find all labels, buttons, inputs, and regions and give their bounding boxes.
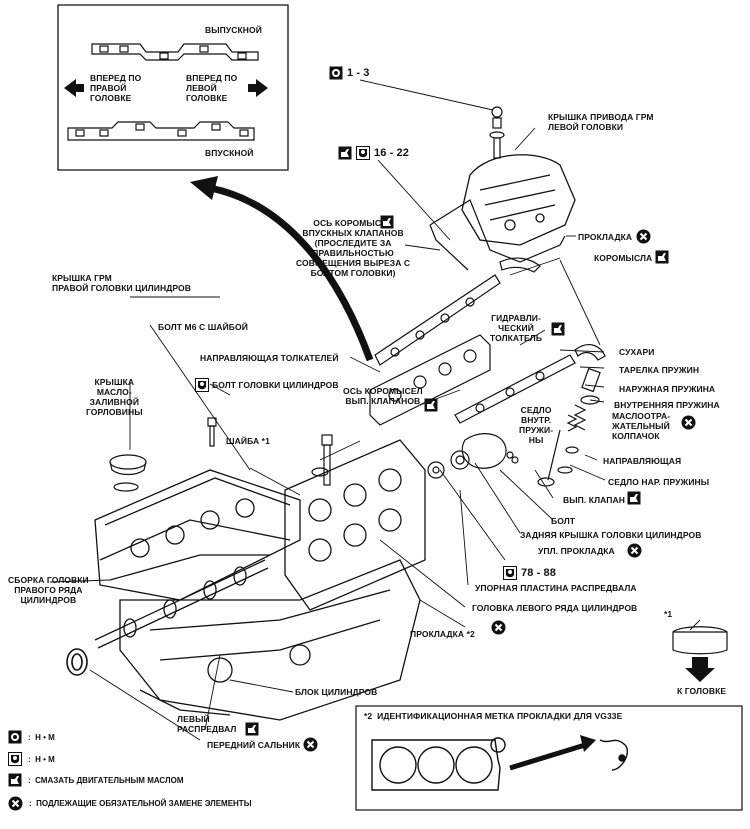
label-block: БЛОК ЦИЛИНДРОВ — [295, 687, 378, 697]
inset-exhaust-label: ВЫПУСКНОЙ — [205, 25, 262, 35]
left-timing-cover — [461, 154, 576, 246]
forward-right-label: ВПЕРЕД ПО ПРАВОЙ ГОЛОВКЕ — [90, 73, 142, 103]
legend-oil: : СМАЗАТЬ ДВИГАТЕЛЬНЫМ МАСЛОМ — [8, 772, 184, 788]
legend-text-replace: : ПОДЛЕЖАЩИЕ ОБЯЗАТЕЛЬНОЙ ЗАМЕНЕ ЭЛЕМЕНТ… — [29, 798, 252, 808]
torque-open-icon — [195, 378, 209, 392]
torque-open-icon — [356, 146, 370, 160]
torque-value-3: 78 - 88 — [521, 567, 556, 579]
label-oil-filler-cap: КРЫШКА МАСЛО- ЗАЛИВНОЙ ГОРЛОВИНЫ — [86, 377, 143, 417]
inset-intake-label: ВПУСКНОЙ — [205, 148, 254, 158]
oil-can-icon — [424, 398, 438, 412]
label-lifter-guide: НАПРАВЛЯЮЩАЯ ТОЛКАТЕЛЕЙ — [200, 353, 339, 363]
exhaust-rocker-shaft — [454, 354, 576, 424]
label-intake-rocker-shaft: ОСЬ КОРОМЫСЕЛ ВПУСКНЫХ КЛАПАНОВ (ПРОСЛЕД… — [296, 218, 411, 278]
washer-detail — [672, 626, 728, 655]
torque-wrench-icon — [8, 730, 22, 744]
torque-wrench-icon — [329, 66, 343, 80]
curved-arrow — [209, 184, 374, 362]
rockers — [499, 257, 606, 361]
label-to-head: К ГОЛОВКЕ — [677, 686, 727, 696]
inset-frame — [57, 4, 289, 171]
label-bolt-m6: БОЛТ М6 С ШАЙБОЙ — [158, 322, 248, 332]
cylinder-block — [119, 559, 421, 721]
replace-icon — [627, 543, 642, 558]
washer-note-mark: *1 — [664, 609, 673, 619]
replace-icon — [491, 620, 506, 635]
label-gasket-top: ПРОКЛАДКА — [578, 232, 633, 242]
torque-open-icon-2 — [503, 566, 517, 580]
oil-can-icon — [8, 773, 22, 787]
replace-icon — [636, 229, 651, 244]
label-thrust-plate: УПОРНАЯ ПЛАСТИНА РАСПРЕДВАЛА — [475, 583, 637, 593]
label-outer-spring: НАРУЖНАЯ ПРУЖИНА — [619, 384, 716, 394]
torque-value-2: 16 - 22 — [374, 147, 409, 159]
legend-text-nm-1: : Н • М — [28, 732, 55, 742]
legend-text-oil: : СМАЗАТЬ ДВИГАТЕЛЬНЫМ МАСЛОМ — [28, 775, 184, 785]
replace-icon — [303, 737, 318, 752]
label-right-head-assembly: СБОРКА ГОЛОВКИ ПРАВОГО РЯДА ЦИЛИНДРОВ — [8, 575, 89, 605]
label-head-bolt: БОЛТ ГОЛОВКИ ЦИЛИНДРОВ — [212, 380, 339, 390]
label-right-timing-cover: КРЫШКА ГРМ ПРАВОЙ ГОЛОВКИ ЦИЛИНДРОВ — [52, 273, 191, 293]
right-head-assembly — [94, 469, 301, 601]
rear-cover-parts — [427, 433, 519, 479]
torque-value-1: 1 - 3 — [347, 67, 370, 79]
label-exhaust-valve: ВЫП. КЛАПАН — [563, 495, 625, 505]
lifter-guide — [369, 334, 491, 426]
label-inner-spring: ВНУТРЕННЯЯ ПРУЖИНА — [614, 400, 720, 410]
label-rear-head-cover: ЗАДНЯЯ КРЫШКА ГОЛОВКИ ЦИЛИНДРОВ — [520, 530, 702, 540]
label-gasket-2: ПРОКЛАДКА *2 — [410, 629, 475, 639]
gasket-id-box — [355, 705, 743, 811]
oil-can-icon — [627, 491, 641, 505]
oil-can-icon — [380, 215, 394, 229]
cover-bolt — [489, 106, 505, 159]
label-valve-guide: НАПРАВЛЯЮЩАЯ — [603, 456, 682, 466]
inset-intake-gasket — [67, 121, 255, 141]
label-oil-seal-cap: МАСЛООТРА- ЖАТЕЛЬНЫЙ КОЛПАЧОК — [612, 411, 671, 441]
label-keepers: СУХАРИ — [619, 347, 655, 357]
label-spring-retainer: ТАРЕЛКА ПРУЖИН — [619, 365, 700, 375]
legend-text-nm-2: : Н • М — [28, 754, 55, 764]
left-cylinder-head — [284, 439, 426, 611]
replace-icon — [681, 415, 696, 430]
arrow-down-icon — [685, 657, 715, 682]
label-rockers: КОРОМЫСЛА — [594, 253, 653, 263]
label-washer: ШАЙБА *1 — [226, 436, 270, 446]
legend-torque-open: : Н • М — [8, 751, 55, 767]
arrow-right-icon — [248, 79, 268, 97]
oil-filler-cap — [109, 454, 147, 492]
label-left-head: ГОЛОВКА ЛЕВОГО РЯДА ЦИЛИНДРОВ — [472, 603, 638, 613]
label-outer-spring-seat: СЕДЛО НАР. ПРУЖИНЫ — [608, 477, 710, 487]
legend-torque-solid: : Н • М — [8, 729, 55, 745]
label-inner-spring-seat: СЕДЛО ВНУТР. ПРУЖИ- НЫ — [519, 405, 554, 445]
oil-can-icon — [338, 146, 352, 160]
leader-lines — [49, 79, 701, 741]
label-left-camshaft: ЛЕВЫЙ РАСПРЕДВАЛ — [177, 714, 237, 734]
label-left-timing-cover: КРЫШКА ПРИВОДА ГРМ ЛЕВОЙ ГОЛОВКИ — [548, 112, 654, 132]
replace-icon — [8, 796, 23, 810]
label-exhaust-rocker-shaft: ОСЬ КОРОМЫСЕЛ ВЫП. КЛАПАНОВ — [343, 386, 423, 406]
label-hydraulic-lifter: ГИДРАВЛИ- ЧЕСКИЙ ТОЛКАТЕЛЬ — [490, 313, 543, 343]
oil-can-icon — [245, 722, 259, 736]
oil-can-icon — [551, 322, 565, 336]
arrow-left-icon — [64, 79, 84, 97]
front-seal — [66, 648, 88, 676]
oil-can-icon — [655, 250, 669, 264]
camshaft — [94, 559, 269, 649]
gasket-id-drawing — [371, 737, 629, 791]
bolt-m6 — [207, 417, 217, 447]
torque-open-icon — [8, 752, 22, 766]
legend-replace: : ПОДЛЕЖАЩИЕ ОБЯЗАТЕЛЬНОЙ ЗАМЕНЕ ЭЛЕМЕНТ… — [8, 795, 252, 811]
inset-exhaust-gasket — [91, 43, 259, 61]
label-seal-gasket: УПЛ. ПРОКЛАДКА — [538, 546, 615, 556]
valve-parts — [537, 367, 601, 487]
label-gasket-id-note: *2 ИДЕНТИФИКАЦИОННАЯ МЕТКА ПРОКЛАДКИ ДЛЯ… — [364, 711, 623, 721]
gasket-id-arrow — [509, 742, 586, 771]
intake-rocker-shaft — [374, 274, 501, 366]
label-front-seal: ПЕРЕДНИЙ САЛЬНИК — [207, 740, 301, 750]
forward-left-label: ВПЕРЕД ПО ЛЕВОЙ ГОЛОВКЕ — [186, 73, 238, 103]
label-bolt: БОЛТ — [551, 516, 576, 526]
